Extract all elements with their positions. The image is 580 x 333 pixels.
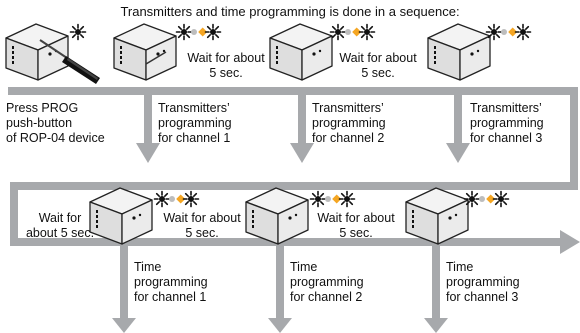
rop-04-device-icon: [113, 23, 177, 81]
screwdriver-icon: [145, 51, 167, 65]
rop-04-device-icon: [427, 23, 491, 81]
step-transmitters-channel-1: Transmitters’ programming for channel 1: [158, 101, 232, 145]
row1-wait-label-1: Wait for about 5 sec.: [187, 51, 265, 80]
step-time-channel-2: Time programming for channel 2: [290, 260, 364, 304]
screwdriver-icon: [39, 39, 100, 84]
step-press-prog: Press PROG push-button of ROP-04 device: [6, 101, 105, 145]
rop-04-device-icon: [269, 23, 333, 81]
step-time-channel-1: Time programming for channel 1: [134, 260, 208, 304]
step-transmitters-channel-3: Transmitters’ programming for channel 3: [470, 101, 544, 145]
rop-04-device-icon: [405, 187, 469, 245]
row2-wait-label-1: Wait for about 5 sec.: [25, 211, 95, 240]
row1-down-arrows: [136, 91, 470, 163]
step-time-channel-3: Time programming for channel 3: [446, 260, 520, 304]
step-transmitters-channel-2: Transmitters’ programming for channel 2: [312, 101, 386, 145]
led-blink-sequence-icon: [311, 192, 355, 207]
row2-wait-label-2: Wait for about 5 sec.: [163, 211, 241, 240]
led-blink-sequence-icon: [155, 192, 199, 207]
row1-flow-line: [8, 87, 578, 238]
row2-flow-line: [10, 230, 580, 254]
row2-wait-label-3: Wait for about 5 sec.: [317, 211, 395, 240]
diagram-title: Transmitters and time programming is don…: [120, 4, 460, 19]
led-blink-sequence-icon: [331, 25, 375, 40]
led-blink-sequence-icon: [177, 25, 221, 40]
led-blink-sequence-icon: [487, 25, 531, 40]
led-on-icon: [69, 23, 87, 41]
row1-wait-label-2: Wait for about 5 sec.: [339, 51, 417, 80]
led-blink-sequence-icon: [465, 192, 509, 207]
row2-down-arrows: [112, 246, 448, 333]
rop-04-device-icon: [245, 187, 309, 245]
